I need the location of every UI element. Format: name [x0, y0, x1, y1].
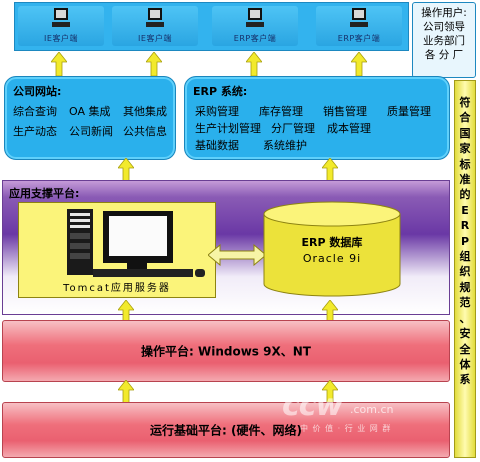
portal-item: 公共信息 — [123, 125, 167, 138]
standards-char: 规 — [459, 280, 471, 294]
up-arrow-icon — [322, 158, 338, 182]
client-ie-1: IE客户端 — [18, 6, 104, 46]
erp-item: 质量管理 — [387, 105, 431, 118]
server-label: Tomcat应用服务器 — [63, 283, 171, 294]
up-arrow-icon — [118, 300, 134, 324]
up-arrow-icon — [118, 158, 134, 182]
standards-char: P — [460, 234, 470, 248]
erp-item: 基础数据 — [195, 139, 239, 152]
erp-system-panel: ERP 系统: 采购管理 库存管理 销售管理 质量管理 生产计划管理 分厂管理 … — [184, 76, 450, 160]
client-label: ERP客户端 — [233, 34, 277, 43]
erp-item: 生产计划管理 — [195, 122, 261, 135]
portal-item: 综合查询 — [13, 105, 57, 118]
erp-title: ERP 系统: — [193, 85, 248, 98]
portal-item: OA 集成 — [69, 105, 111, 118]
standards-char: 准 — [459, 173, 471, 187]
erp-item: 销售管理 — [323, 105, 367, 118]
standards-char: 合 — [459, 111, 471, 125]
client-label: ERP客户端 — [337, 34, 381, 43]
portal-item: 公司新闻 — [69, 125, 113, 138]
standards-char: 范 — [459, 296, 471, 310]
operating-users-box: 操作用户: 公司领导 业务部门 各 分 厂 — [412, 2, 476, 78]
server-computer-icon — [67, 209, 205, 277]
watermark-logo: ccw — [282, 388, 343, 423]
database-icon — [263, 201, 401, 297]
users-line: 各 分 厂 — [424, 49, 464, 61]
db-subtitle: Oracle 9i — [302, 252, 362, 265]
os-platform: 操作平台: Windows 9X、NT — [2, 320, 450, 382]
erp-item: 成本管理 — [327, 122, 371, 135]
support-title: 应用支撑平台: — [9, 187, 80, 200]
erp-item: 系统维护 — [263, 139, 307, 152]
bidirectional-arrow-icon — [208, 244, 266, 266]
watermark-domain: .com.cn — [350, 403, 394, 416]
up-arrow-icon — [146, 52, 162, 76]
client-erp-2: ERP客户端 — [316, 6, 402, 46]
infra-platform: 运行基础平台: (硬件、网络) — [2, 402, 450, 458]
up-arrow-icon — [246, 52, 262, 76]
up-arrow-icon — [351, 52, 367, 76]
company-portal-panel: 公司网站: 综合查询 OA 集成 其他集成 生产动态 公司新闻 公共信息 — [4, 76, 176, 160]
standards-char: 系 — [459, 373, 471, 387]
computer-icon — [350, 8, 368, 28]
watermark-sub: 中 价 值 · 行 业 网 群 — [300, 424, 392, 433]
standards-char: 组 — [459, 250, 471, 264]
client-label: IE客户端 — [138, 34, 172, 43]
app-server-box: Tomcat应用服务器 — [18, 202, 216, 298]
db-title: ERP 数据库 — [301, 236, 363, 249]
users-line: 公司领导 — [423, 21, 465, 33]
client-label: IE客户端 — [44, 34, 78, 43]
up-arrow-icon — [322, 300, 338, 324]
standards-char: 织 — [459, 265, 471, 279]
users-line: 业务部门 — [423, 35, 465, 47]
standards-char: 体 — [459, 357, 471, 371]
computer-icon — [246, 8, 264, 28]
up-arrow-icon — [322, 380, 338, 404]
client-ie-2: IE客户端 — [112, 6, 198, 46]
standards-char: 家 — [459, 142, 471, 156]
computer-icon — [146, 8, 164, 28]
up-arrow-icon — [118, 380, 134, 404]
standards-char: 、 — [459, 311, 471, 325]
standards-char: 全 — [459, 342, 471, 356]
users-line: 操作用户: — [421, 7, 467, 19]
standards-char: 标 — [459, 157, 471, 171]
infra-platform-label: 运行基础平台: (硬件、网络) — [150, 423, 302, 438]
erp-item: 采购管理 — [195, 105, 239, 118]
computer-icon — [52, 8, 70, 28]
erp-item: 分厂管理 — [271, 122, 315, 135]
standards-char: 的 — [459, 188, 471, 202]
erp-item: 库存管理 — [259, 105, 303, 118]
client-erp-1: ERP客户端 — [212, 6, 298, 46]
erp-database: ERP 数据库 Oracle 9i — [262, 200, 402, 298]
up-arrow-icon — [51, 52, 67, 76]
standards-char: E — [461, 203, 469, 217]
standards-char: 安 — [459, 327, 471, 341]
os-platform-label: 操作平台: Windows 9X、NT — [141, 344, 311, 359]
standards-char: 国 — [459, 126, 471, 140]
standards-char: 符 — [459, 96, 471, 109]
portal-item: 其他集成 — [123, 105, 167, 118]
portal-title: 公司网站: — [13, 85, 62, 98]
portal-item: 生产动态 — [13, 125, 57, 138]
standards-char: R — [460, 219, 470, 233]
